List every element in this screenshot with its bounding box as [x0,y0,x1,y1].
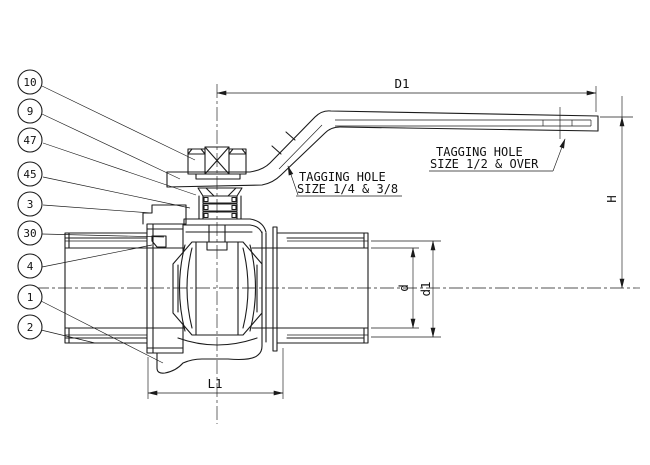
callout-1: 1 [17,284,43,310]
left-bore-lines [64,247,185,329]
dimension-d: d [371,247,419,329]
body-bottom [146,345,263,374]
callout-9: 9 [17,98,43,124]
callout-3-label: 3 [27,198,34,211]
right-pipe-end [251,232,369,344]
centerlines [35,84,640,424]
callout-3: 3 [17,191,43,217]
callout-45-label: 45 [23,168,36,181]
mounting-pad [142,204,187,248]
callout-9-label: 9 [27,105,34,118]
tagging-small-line2: SIZE 1/4 & 3/8 [297,182,398,196]
stem-washer [195,173,241,180]
callout-leaders [40,85,197,364]
handle [166,110,599,188]
callout-10: 10 [17,69,43,95]
callout-30: 30 [17,220,43,246]
handle-hole-ticks [271,131,296,155]
callout-30-label: 30 [23,227,36,240]
right-bore-lines [251,247,369,329]
dim-d1-port-label: d1 [418,281,433,296]
annotation-tagging-small: TAGGING HOLE SIZE 1/4 & 3/8 [287,165,402,197]
right-junction [261,226,278,352]
dim-d-label: d [396,284,411,292]
callout-4: 4 [17,253,43,279]
handle-tagging-slot [335,119,592,127]
gland-packing [197,187,243,220]
callout-2-label: 2 [27,321,34,334]
tagging-small-line1: TAGGING HOLE [299,170,386,184]
callout-47-label: 47 [23,134,36,147]
left-end-cap [146,223,187,354]
callout-4-label: 4 [27,260,34,273]
tagging-large-line2: SIZE 1/2 & OVER [430,157,539,171]
left-pipe-end [64,232,185,344]
annotation-tagging-large: TAGGING HOLE SIZE 1/2 & OVER [429,138,566,172]
dimension-d1: D1 [216,76,597,112]
seats [177,244,258,346]
callout-47: 47 [17,127,43,153]
stem-lower [206,224,228,251]
dimension-d1-port: d1 [371,240,441,338]
callout-2: 2 [17,314,43,340]
dim-l1-label: L1 [207,376,222,391]
stem-nut [187,146,247,180]
stop-tab [151,235,167,248]
tagging-large-line1: TAGGING HOLE [436,145,523,159]
cavity-bottom [177,337,258,346]
callout-10-label: 10 [23,76,36,89]
dimension-l1: L1 [147,348,284,399]
dim-d1-label: D1 [394,76,409,91]
callout-1-label: 1 [27,291,34,304]
dimension-h: H [600,96,633,289]
dim-h-label: H [604,195,619,203]
ball [172,241,263,336]
callout-45: 45 [17,161,43,187]
